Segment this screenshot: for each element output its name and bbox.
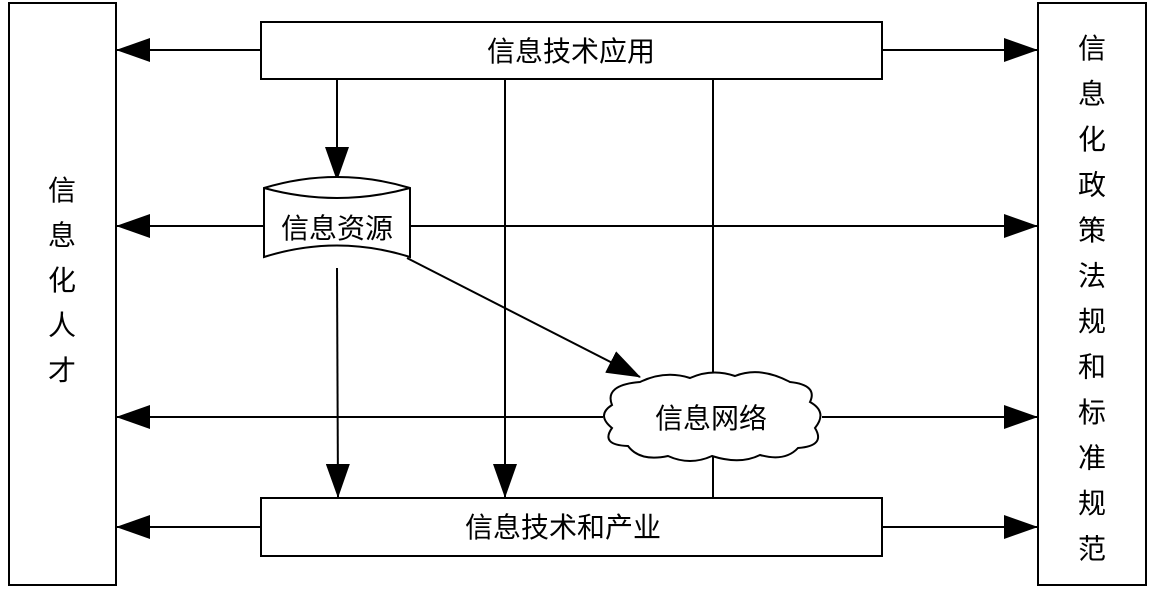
node-network[interactable]: 信息网络	[603, 371, 822, 462]
edge-resources-network	[406, 257, 641, 378]
vertical-label-char: 信	[1078, 32, 1106, 65]
policy-label: 信息化政策法规和标准规范	[1078, 32, 1106, 566]
application-label: 信息技术应用	[487, 35, 655, 68]
vertical-label-char: 规	[1078, 305, 1106, 338]
vertical-label-char: 和	[1078, 351, 1106, 384]
industry-label: 信息技术和产业	[465, 511, 661, 544]
vertical-label-char: 准	[1078, 442, 1106, 475]
vertical-label-char: 规	[1078, 487, 1106, 520]
vertical-label-char: 化	[1078, 123, 1106, 156]
application-box	[260, 21, 883, 80]
node-resources[interactable]: 信息资源	[263, 176, 411, 259]
node-industry[interactable]: 信息技术和产业	[260, 497, 883, 557]
vertical-label-char: 策	[1078, 214, 1106, 247]
edges	[116, 38, 1038, 539]
vertical-label-char: 政	[1078, 169, 1106, 202]
talent-label: 信息化人才	[48, 174, 76, 387]
vertical-label-char: 息	[48, 219, 76, 252]
talent-box	[8, 2, 117, 586]
vertical-label-char: 标	[1078, 396, 1106, 429]
vertical-label-char: 范	[1078, 533, 1106, 566]
resources-cylinder	[263, 176, 411, 259]
industry-box	[260, 497, 883, 557]
resources-cylinder-top	[263, 187, 411, 199]
node-application[interactable]: 信息技术应用	[260, 21, 883, 80]
vertical-label-char: 化	[48, 264, 76, 297]
vertical-label-char: 息	[1078, 78, 1106, 111]
policy-box	[1037, 2, 1147, 586]
node-talent[interactable]: 信息化人才	[8, 2, 117, 586]
resources-label: 信息资源	[281, 212, 393, 245]
edge-resources-industry	[325, 267, 350, 498]
network-label: 信息网络	[655, 402, 767, 435]
vertical-label-char: 才	[48, 354, 76, 387]
network-cloud	[603, 371, 822, 462]
node-policy[interactable]: 信息化政策法规和标准规范	[1037, 2, 1147, 586]
vertical-label-char: 人	[48, 309, 76, 342]
vertical-label-char: 信	[48, 174, 76, 207]
vertical-label-char: 法	[1078, 260, 1106, 293]
